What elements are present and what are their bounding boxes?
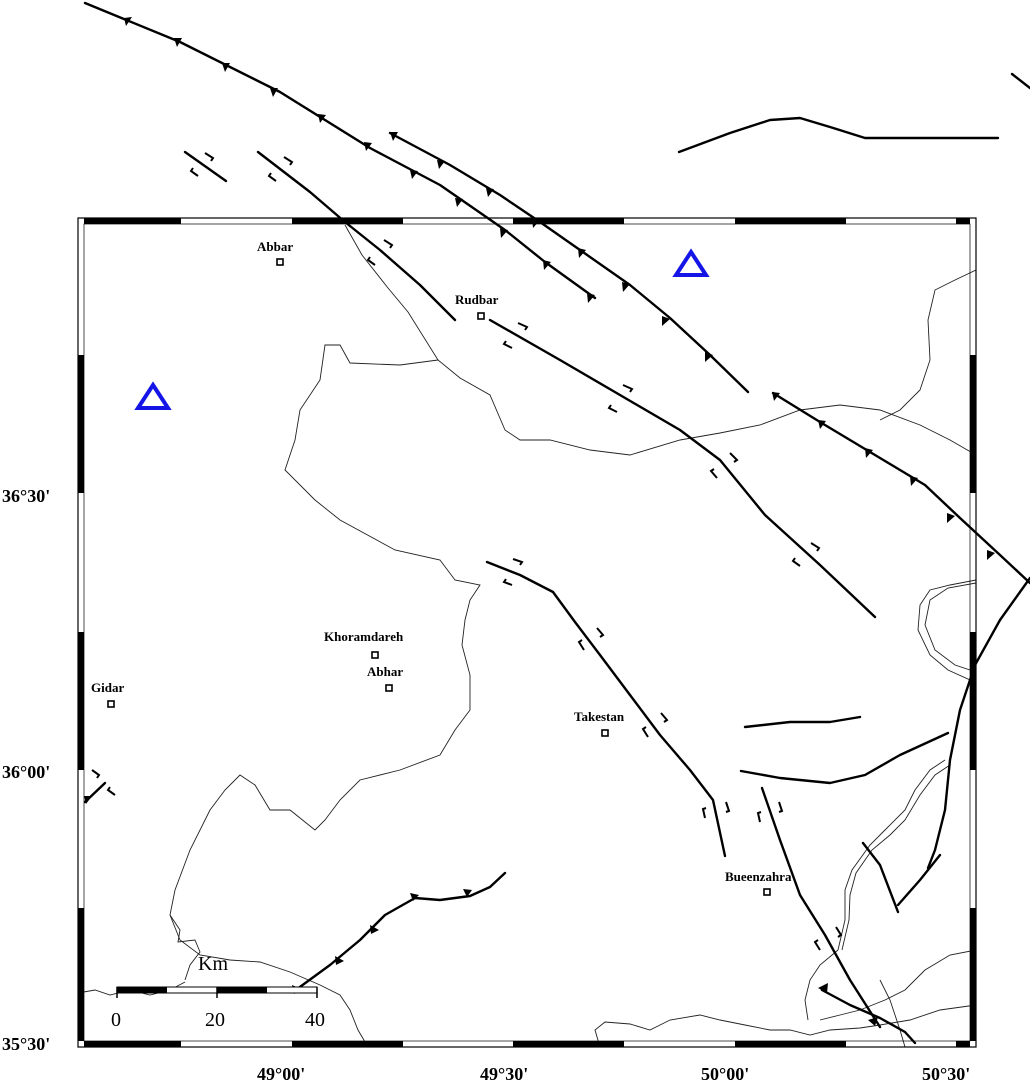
town-label: Abhar: [367, 664, 403, 679]
boundary-line: [344, 224, 976, 456]
triangle-icon: [672, 248, 710, 277]
strike-slip-fault: [183, 150, 228, 183]
boundary-line: [879, 269, 976, 421]
boundary-line: [879, 979, 906, 1047]
thrust-teeth: [124, 17, 595, 303]
town-takestan: Takestan: [574, 709, 625, 737]
town-label: Gidar: [91, 680, 124, 695]
thrust-teeth: [772, 392, 995, 560]
strike-slip-fault: [485, 560, 727, 858]
boundary-line: [819, 949, 976, 1021]
fault-line: [743, 715, 862, 729]
fault-line: [1010, 72, 1030, 90]
map-frame: [77, 217, 977, 1048]
towns: Abbar Rudbar Khoramdareh Abhar Gidar Tak…: [91, 239, 792, 896]
strike-slip-fault: [256, 150, 457, 322]
fault-line: [677, 116, 1000, 154]
lon-label: 49°00': [257, 1064, 305, 1083]
boundary-line: [917, 579, 976, 701]
stations: [134, 248, 710, 410]
boundary-line: [924, 582, 976, 673]
boundary-line: [169, 344, 481, 981]
thrust-fault: [83, 1, 597, 300]
boundary-line: [594, 1004, 976, 1047]
boundary-line: [841, 764, 951, 951]
town-label: Takestan: [574, 709, 625, 724]
town-khoramdareh: Khoramdareh: [324, 629, 404, 659]
thrust-fault: [291, 871, 507, 994]
town-rudbar: Rudbar: [455, 292, 499, 320]
thrust-teeth: [292, 889, 472, 994]
town-bueenzahra: Bueenzahra: [725, 869, 792, 896]
strike-slip-fault: [488, 318, 877, 619]
strike-slip-fault: [760, 786, 882, 1029]
town-gidar: Gidar: [91, 680, 124, 708]
lat-label: 36°00': [2, 762, 50, 782]
boundary-line: [804, 759, 946, 1021]
lon-label: 49°30': [480, 1064, 528, 1083]
lat-labels: 36°30' 36°00' 35°30': [2, 486, 50, 1054]
boundary-lines: [78, 224, 976, 1047]
fault-line: [926, 576, 1030, 870]
boundary-line: [169, 914, 369, 1047]
lat-label: 36°30': [2, 486, 50, 506]
town-abhar: Abhar: [367, 664, 403, 692]
lon-label: 50°30': [922, 1064, 970, 1083]
town-label: Rudbar: [455, 292, 499, 307]
triangle-icon: [134, 381, 172, 410]
town-abbar: Abbar: [257, 239, 293, 266]
town-label: Bueenzahra: [725, 869, 792, 884]
lon-labels: 49°00' 49°30' 50°00' 50°30': [257, 1064, 970, 1083]
lat-label: 35°30': [2, 1034, 50, 1054]
town-label: Khoramdareh: [324, 629, 404, 644]
slip-arrows: [91, 152, 843, 951]
scale-tick-label: 20: [205, 1009, 225, 1031]
scale-bar: Km 0 20 40: [111, 953, 325, 1031]
thrust-fault: [820, 988, 917, 1045]
lon-label: 50°00': [701, 1064, 749, 1083]
fault-line: [861, 841, 900, 914]
town-label: Abbar: [257, 239, 293, 254]
thrust-fault: [388, 131, 750, 394]
scale-unit: Km: [198, 953, 228, 975]
scale-tick-label: 40: [305, 1009, 325, 1031]
faults: [83, 1, 1030, 1045]
fault-line: [739, 731, 950, 785]
fault-line: [896, 853, 942, 907]
thrust-teeth: [390, 132, 713, 362]
scale-tick-label: 0: [111, 1009, 121, 1031]
